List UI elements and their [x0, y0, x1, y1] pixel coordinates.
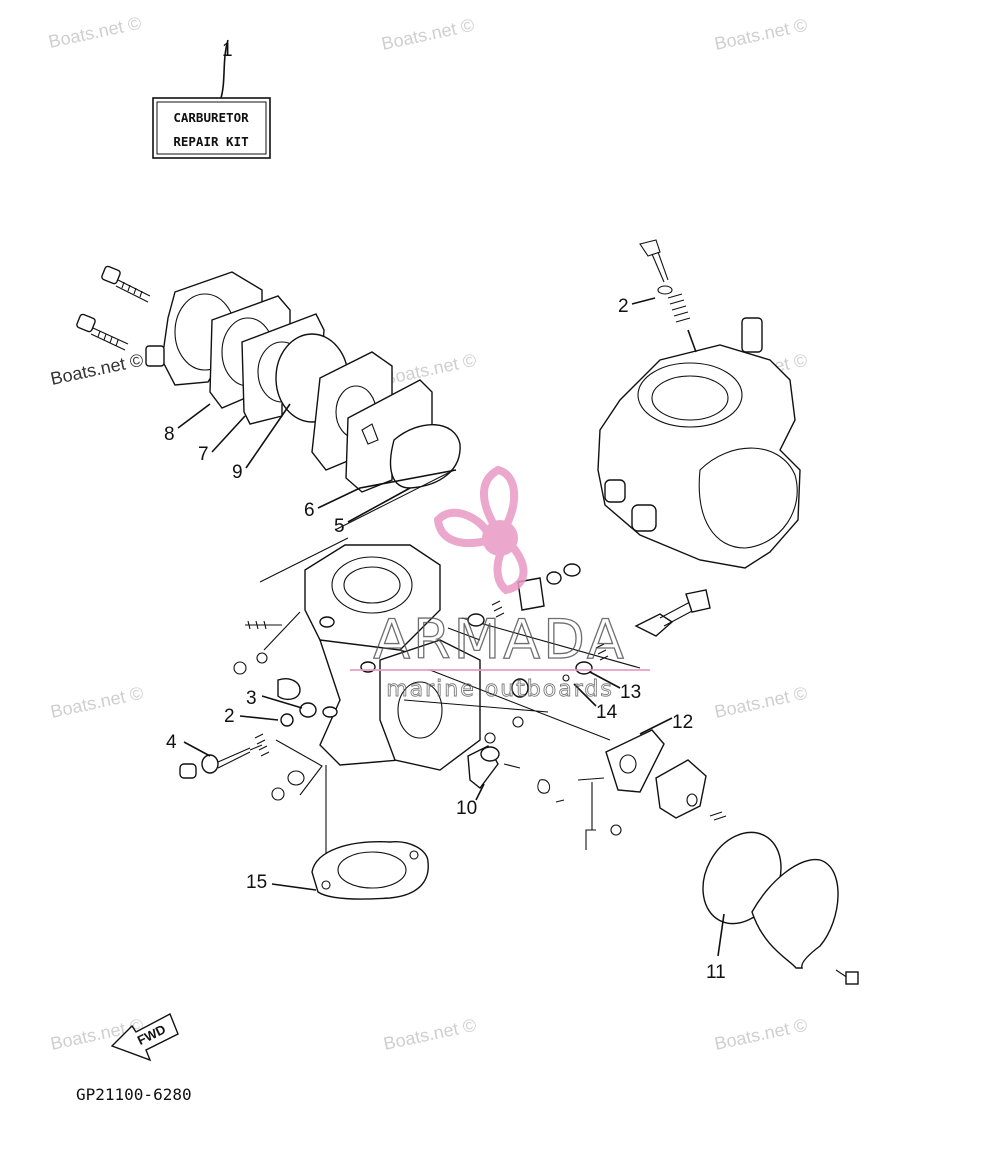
- callout-2: 2: [224, 706, 235, 727]
- gasket-15: [311, 841, 429, 900]
- spring: [667, 293, 691, 323]
- pump-cover-small: [655, 759, 707, 819]
- callout-13: 13: [620, 682, 641, 703]
- watermark: Boats.net ©: [49, 683, 145, 722]
- watermark: Boats.net ©: [713, 15, 809, 54]
- pump-cover: [698, 447, 798, 549]
- callout-12: 12: [672, 712, 693, 733]
- watermark: Boats.net ©: [713, 1015, 809, 1054]
- callout-8: 8: [164, 424, 175, 445]
- leader-lines: [177, 297, 725, 957]
- watermark: Boats.net ©: [382, 1015, 478, 1054]
- callout-7: 7: [198, 444, 209, 465]
- spring: [491, 600, 505, 618]
- brand-name: ARMADA: [373, 608, 627, 671]
- brand-subtitle: marine outboards: [386, 677, 614, 702]
- callout-9: 9: [232, 462, 243, 483]
- lower-body-group: [179, 469, 859, 985]
- armada-logo: ARMADA marine outboards: [350, 465, 650, 702]
- screw-upper: [101, 265, 151, 303]
- callout-11: 11: [706, 962, 726, 983]
- callout-4: 4: [166, 732, 177, 753]
- leader-line: [220, 39, 229, 99]
- callout-14: 14: [596, 702, 618, 723]
- kit-label-line2: REPAIR KIT: [173, 134, 248, 149]
- propeller-icon: [433, 465, 528, 595]
- watermark: Boats.net ©: [49, 350, 145, 389]
- figure-code: GP21100-6280: [76, 1085, 192, 1104]
- kit-box-inner: [156, 101, 267, 155]
- propeller-blade: [433, 508, 496, 548]
- watermark: Boats.net ©: [713, 683, 809, 722]
- callout-5: 5: [334, 516, 345, 537]
- spring: [254, 733, 270, 757]
- gasket-outer: [751, 858, 839, 969]
- kit-box-outer: [152, 97, 271, 159]
- callout-labels: 1 2 8 7 9 6 5 3 2 4 10 12 13 14 15 11: [164, 40, 726, 983]
- carburetor-body: [597, 344, 801, 569]
- watermark: Boats.net ©: [47, 13, 143, 52]
- kit-label-line1: CARBURETOR: [173, 110, 249, 125]
- cover-nipple: [145, 345, 165, 367]
- top-adjust-screw: [639, 239, 669, 283]
- diaphragm-5: [389, 424, 461, 489]
- callout-3: 3: [246, 688, 257, 709]
- watermark: Boats.net ©: [380, 15, 476, 54]
- screw-lower: [76, 313, 129, 351]
- pilot-screw: [245, 620, 282, 630]
- callout-2: 2: [618, 296, 629, 317]
- carburetor-repair-kit-box: CARBURETOR REPAIR KIT: [152, 39, 271, 159]
- spring: [595, 643, 609, 661]
- callout-10: 10: [456, 798, 477, 819]
- watermark: Boats.net ©: [382, 350, 478, 389]
- pump-housing: [379, 639, 481, 771]
- callout-6: 6: [304, 500, 315, 521]
- propeller-hub: [482, 520, 518, 556]
- callout-1: 1: [222, 40, 233, 61]
- mixture-needle-4: [179, 733, 270, 779]
- elbow-fitting: [277, 678, 301, 701]
- throttle-lever: [741, 317, 763, 353]
- propeller-blade: [479, 465, 519, 531]
- o-ring: [657, 285, 673, 295]
- bracket: [517, 577, 545, 611]
- washer-2: [280, 713, 294, 727]
- cover-assembly-group: [76, 265, 461, 493]
- carburetor-assembly: [597, 239, 801, 569]
- arrow-icon: [110, 1013, 179, 1062]
- callout-15: 15: [246, 872, 267, 893]
- carburetor-bore: [637, 362, 743, 428]
- o-ring-3: [299, 702, 317, 718]
